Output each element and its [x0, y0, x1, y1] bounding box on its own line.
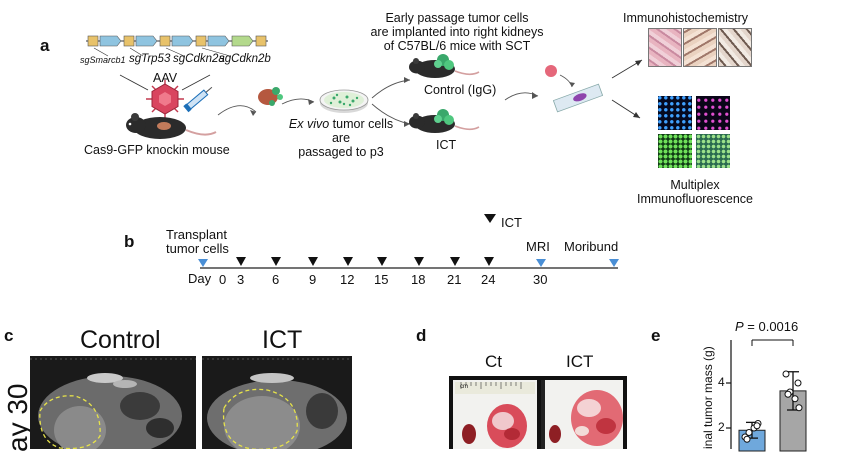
chart-point: [792, 396, 798, 402]
chart-point: [785, 391, 791, 397]
chart-point: [796, 405, 802, 411]
chart-point: [783, 371, 789, 377]
chart-point: [795, 380, 801, 386]
chart-point: [754, 423, 760, 429]
chart-point: [746, 430, 752, 436]
chart-point: [744, 436, 750, 442]
